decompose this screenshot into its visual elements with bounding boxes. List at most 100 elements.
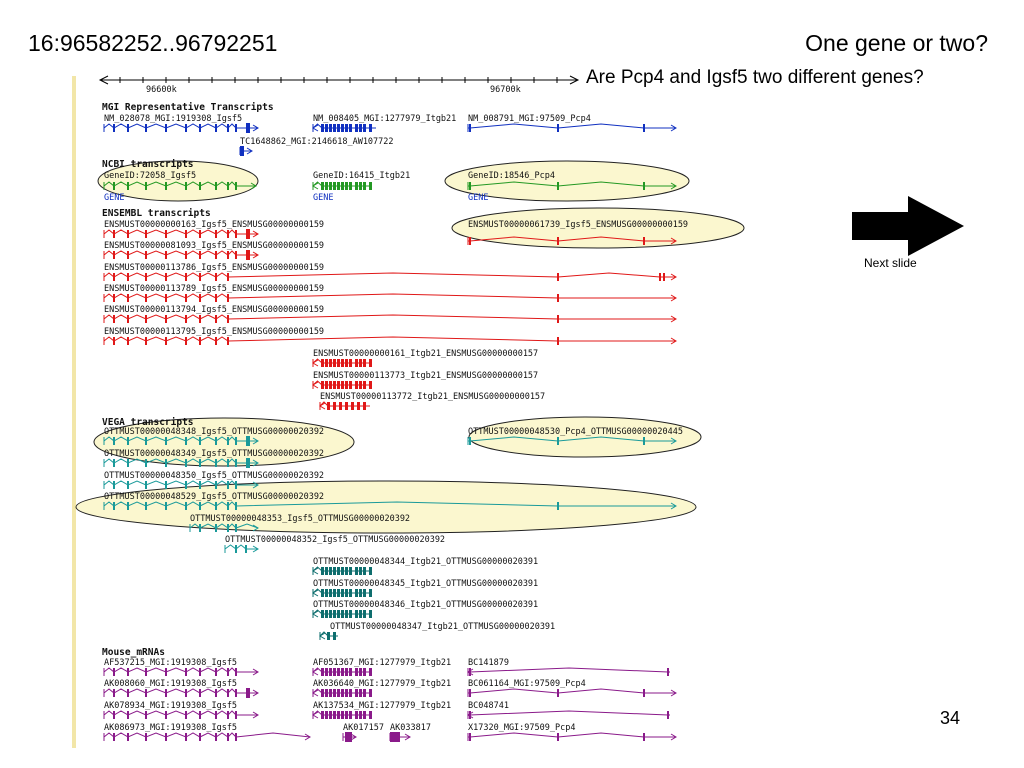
mrna-itgb21-track-2-exon [341,689,344,697]
mrna-bc061164-track-exon [643,689,645,697]
vega-track-5-intron-line [189,523,259,529]
mrna-itgb21-track-3 [312,710,372,719]
ensembl-pcp4-track-strand-arrow [670,237,677,245]
ensembl-track-1-exon [185,230,187,238]
vega-label: OTTMUST00000048347_Itgb21_OTTMUSG0000002… [330,622,555,632]
ensembl-label: ENSMUST00000113794_Igsf5_ENSMUSG00000000… [104,305,324,315]
vega-itgb21-track-3-exon [321,610,324,618]
vega-label: OTTMUST00000048352_Igsf5_OTTMUSG00000020… [225,535,445,545]
mgi-pcp4-track-strand-arrow [670,124,677,132]
vega-itgb21-track-2-exon [321,589,324,597]
mrna-bc048741-track-intron-line [468,710,670,716]
ensembl-track-6 [103,336,677,345]
ncbi-igsf5-track-strand-arrow [250,182,257,190]
vega-track-4-exon [127,502,129,510]
mrna-track-1 [103,667,259,676]
ensembl-track-2 [103,250,259,260]
ensembl-track-6-exon [185,337,187,345]
ncbi-itgb21-track-exon [337,182,340,190]
mrna-itgb21-track-2-exon [321,689,324,697]
ensembl-itgb21-track-2-exon [363,381,366,389]
vega-track-4-intron-line [103,501,676,507]
mrna-label: AK036640_MGI:1277979_Itgb21 [313,679,451,689]
ensembl-pcp4-track-exon [643,237,645,245]
vega-track-6-strand-arrow [252,545,259,553]
mrna-track-4-intron-line [103,732,311,738]
mrna-track-3-exon [127,711,129,719]
vega-track-3-exon [145,481,147,489]
vega-itgb21-track-2-exon [337,589,340,597]
mrna-bc048741-track-exon [469,711,471,719]
mrna-label: BC061164_MGI:97509_Pcp4 [468,679,586,689]
ncbi-itgb21-track-exon [363,182,366,190]
mrna-track-4-strand-arrow [304,733,311,741]
vega-track-1-exon [235,437,237,445]
mrna-track-3-exon [113,711,115,719]
ensembl-itgb21-track-1-exon [359,359,362,367]
ensembl-track-2-exon [227,251,229,259]
mrna-ak033817-track [389,732,411,742]
mrna-track-2-exon [235,689,237,697]
vega-track-3-exon [165,481,167,489]
vega-track-1-exon-block [246,436,250,446]
vega-track-2-exon-block [246,458,250,468]
ensembl-track-1-exon [215,230,217,238]
transcript-tracks [103,123,677,742]
ensembl-track-1 [103,229,259,239]
mgi-aw107722-track-exon-block [240,146,244,156]
ensembl-track-4-exon [557,294,559,302]
ensembl-label: ENSMUST00000000163_Igsf5_ENSMUSG00000000… [104,220,324,230]
vega-track-3-exon [227,481,229,489]
ensembl-track-4-exon [127,294,129,302]
mrna-track-3-exon [165,711,167,719]
mrna-itgb21-track-3-exon [355,711,358,719]
ncbi-igsf5-track-exon [165,182,167,190]
ensembl-track-4-exon [227,294,229,302]
ncbi-igsf5-track-exon [127,182,129,190]
mrna-bc141879-track-exon [667,668,669,676]
mrna-track-4-exon [235,733,237,741]
ensembl-itgb21-track-1 [312,358,372,367]
vega-track-4-exon [165,502,167,510]
mrna-itgb21-track-3-exon [329,711,332,719]
mrna-itgb21-track-3-exon [369,711,372,719]
ensembl-track-2-exon [215,251,217,259]
ncbi-igsf5-track-exon [113,182,115,190]
mrna-itgb21-track-2-exon [329,689,332,697]
vega-itgb21-track-2-exon [359,589,362,597]
vega-track-4-exon [227,502,229,510]
ensembl-itgb21-track-1-exon [325,359,328,367]
mrna-track-1-exon [113,668,115,676]
vega-track-2-exon [227,459,229,467]
vega-label: OTTMUST00000048348_Igsf5_OTTMUSG00000020… [104,427,324,437]
vega-track-2-exon [185,459,187,467]
ensembl-track-6-exon [557,337,559,345]
ncbi-itgb21-track-exon [349,182,352,190]
ensembl-itgb21-track-1-exon [341,359,344,367]
vega-track-1-exon [227,437,229,445]
ensembl-track-5-exon [557,315,559,323]
mrna-itgb21-track-1-exon [321,668,324,676]
ensembl-track-4-exon [145,294,147,302]
vega-track-1-exon [165,437,167,445]
ensembl-track-6-exon [227,337,229,345]
vega-itgb21-track-1-exon [363,567,366,575]
ncbi-itgb21-track-exon [333,182,336,190]
mrna-itgb21-track-1-exon [341,668,344,676]
mrna-track-2-strand-arrow [252,689,259,697]
mrna-ak017157-track [342,732,357,742]
mrna-itgb21-track-1-exon [345,668,348,676]
mrna-track-4-exon [199,733,201,741]
vega-track-4-exon [185,502,187,510]
ensembl-track-6-exon [215,337,217,345]
ensembl-track-3-exon [145,273,147,281]
next-slide-arrow[interactable] [852,196,964,256]
mrna-x17320-track-exon [469,733,471,741]
mrna-label: AK137534_MGI:1277979_Itgb21 [313,701,451,711]
mrna-label: X17320_MGI:97509_Pcp4 [468,723,575,733]
ensembl-track-6-strand-arrow [670,337,677,345]
vega-itgb21-track-1-exon [337,567,340,575]
left-accent-bar [72,76,76,748]
ncbi-igsf5-track [103,181,257,190]
mgi-pcp4-track [467,123,677,132]
